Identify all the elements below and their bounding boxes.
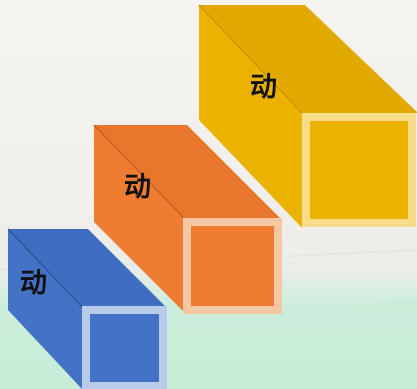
block-blue-label: 动 xyxy=(20,268,47,299)
block-blue-front-face xyxy=(8,229,82,389)
block-orange-end-square xyxy=(183,218,282,314)
block-yellow-top-face xyxy=(199,5,417,113)
block-yellow-front-face xyxy=(199,5,302,228)
block-yellow-end-square xyxy=(302,113,416,227)
block-yellow xyxy=(198,4,417,228)
block-blue-end-square xyxy=(82,306,167,389)
block-orange-top-face xyxy=(94,125,281,219)
block-blue-top-face xyxy=(8,229,166,307)
block-orange-label: 动 xyxy=(124,172,151,203)
block-orange xyxy=(93,124,282,314)
block-orange-front-face xyxy=(94,125,185,313)
block-blue xyxy=(7,228,167,389)
block-yellow-label: 动 xyxy=(250,72,277,103)
